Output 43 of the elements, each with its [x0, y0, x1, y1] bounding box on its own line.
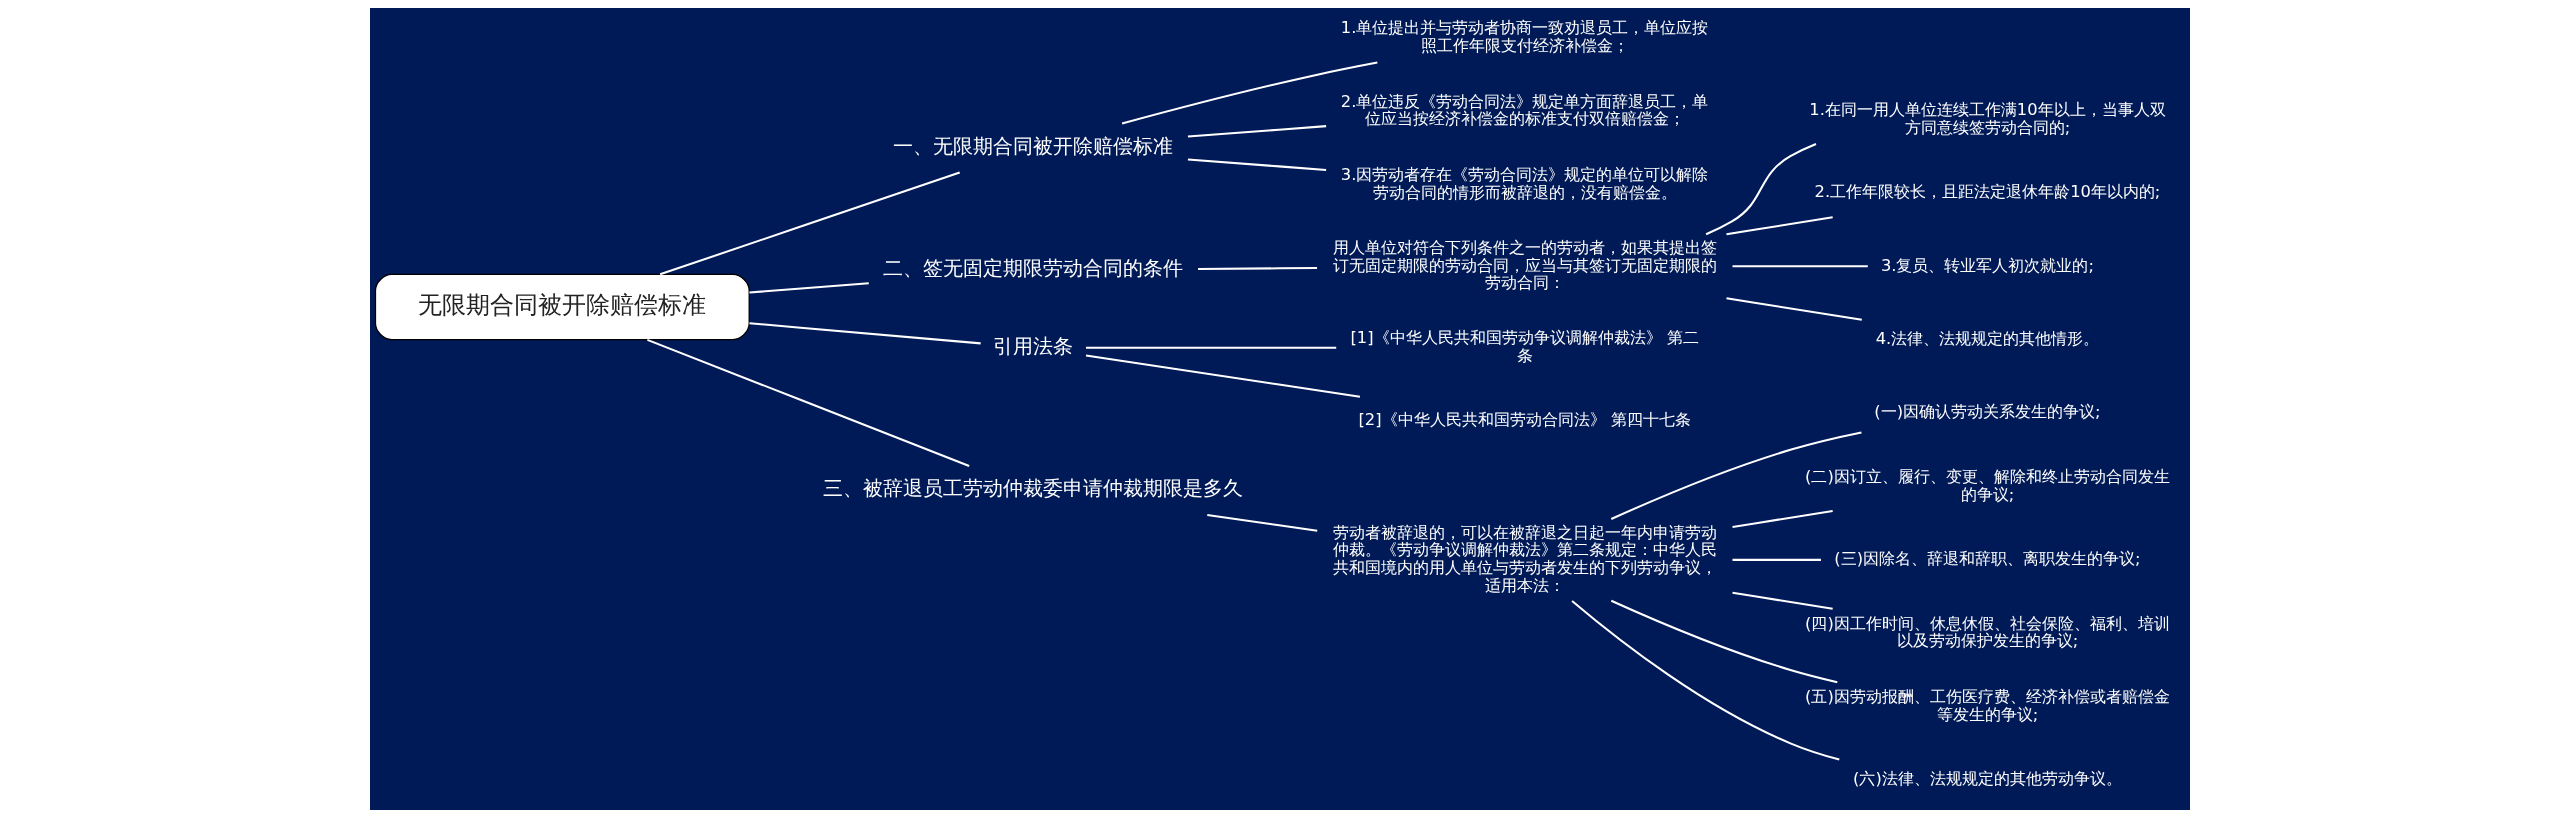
node-text: 一、无限期合同被开除赔偿标准 — [893, 133, 1174, 158]
connector — [1732, 509, 1833, 528]
node-text: 1.在同一用人单位连续工作满10年以上，当事人双方同意续签劳动合同的; — [1809, 99, 2166, 137]
node-text: 4.法律、法规规定的其他情形。 — [1875, 328, 2100, 348]
node-text: (五)因劳动报酬、工伤医疗费、经济补偿或者赔偿金等发生的争议; — [1805, 687, 2170, 724]
node-text: 2.工作年限较长，且距法定退休年龄10年以内的; — [1814, 182, 2161, 202]
connector — [1726, 297, 1862, 321]
node-text: 1.单位提出并与劳动者协商一致劝退员工，单位应按照工作年限支付经济补偿金； — [1340, 18, 1709, 55]
connector — [1726, 216, 1833, 236]
connector — [659, 171, 961, 276]
node-text: [1]《中华人民共和国劳动争议调解仲裁法》 第二条 — [1350, 328, 1699, 365]
connector — [1610, 431, 1862, 520]
connector — [1610, 599, 1838, 684]
node-text: [2]《中华人民共和国劳动合同法》 第四十七条 — [1358, 410, 1691, 430]
connector — [1187, 125, 1327, 138]
node-text: (四)因工作时间、休息休假、社会保险、福利、培训以及劳动保护发生的争议; — [1805, 613, 2170, 651]
node-text: 引用法条 — [993, 333, 1074, 358]
node-text: (一)因确认劳动关系发生的争议; — [1874, 402, 2101, 422]
connector — [1732, 591, 1833, 610]
connector — [1207, 514, 1318, 532]
connector — [1705, 143, 1817, 236]
node-text: 三、被辞退员工劳动仲裁委申请仲裁期限是多久 — [823, 476, 1244, 501]
node-text: (六)法律、法规规定的其他劳动争议。 — [1853, 769, 2122, 789]
connector — [1732, 558, 1821, 561]
node-text: 3.因劳动者存在《劳动合同法》规定的单位可以解除劳动合同的情形而被辞退的，没有赔偿金。 — [1340, 165, 1709, 202]
node-text: 用人单位对符合下列条件之一的劳动者，如果其提出签订无固定期限的劳动合同，应当与其签订无固定期限的劳动合同： — [1332, 237, 1717, 293]
connector — [1085, 354, 1361, 398]
connector — [1571, 600, 1840, 761]
connector — [647, 338, 970, 467]
connector — [1198, 267, 1318, 270]
node-text: 2.单位违反《劳动合同法》规定单方面辞退员工，单位应当按经济补偿金的标准支付双倍赔偿金； — [1340, 91, 1709, 129]
connector — [1121, 61, 1378, 125]
connector — [1732, 265, 1868, 268]
node-text: 二、签无固定期限劳动合同的条件 — [883, 256, 1184, 281]
node-text: 3.复员、转业军人初次就业的; — [1880, 255, 2094, 275]
connector — [749, 322, 981, 345]
connector — [1187, 158, 1327, 171]
connector — [749, 282, 869, 294]
node-box: 无限期合同被开除赔偿标准 — [374, 273, 750, 341]
node-text: 劳动者被辞退的，可以在被辞退之日起一年内申请劳动仲裁。《劳动争议调解仲裁法》第二条规定：中华人民共和国境内的用人单位与劳动者发生的下列劳动争议，适用本法： — [1332, 522, 1717, 595]
node-text: (二)因订立、履行、变更、解除和终止劳动合同发生的争议; — [1805, 466, 2170, 504]
node-text: (三)因除名、辞退和辞职、离职发生的争议; — [1834, 549, 2141, 569]
connector — [1086, 346, 1337, 349]
